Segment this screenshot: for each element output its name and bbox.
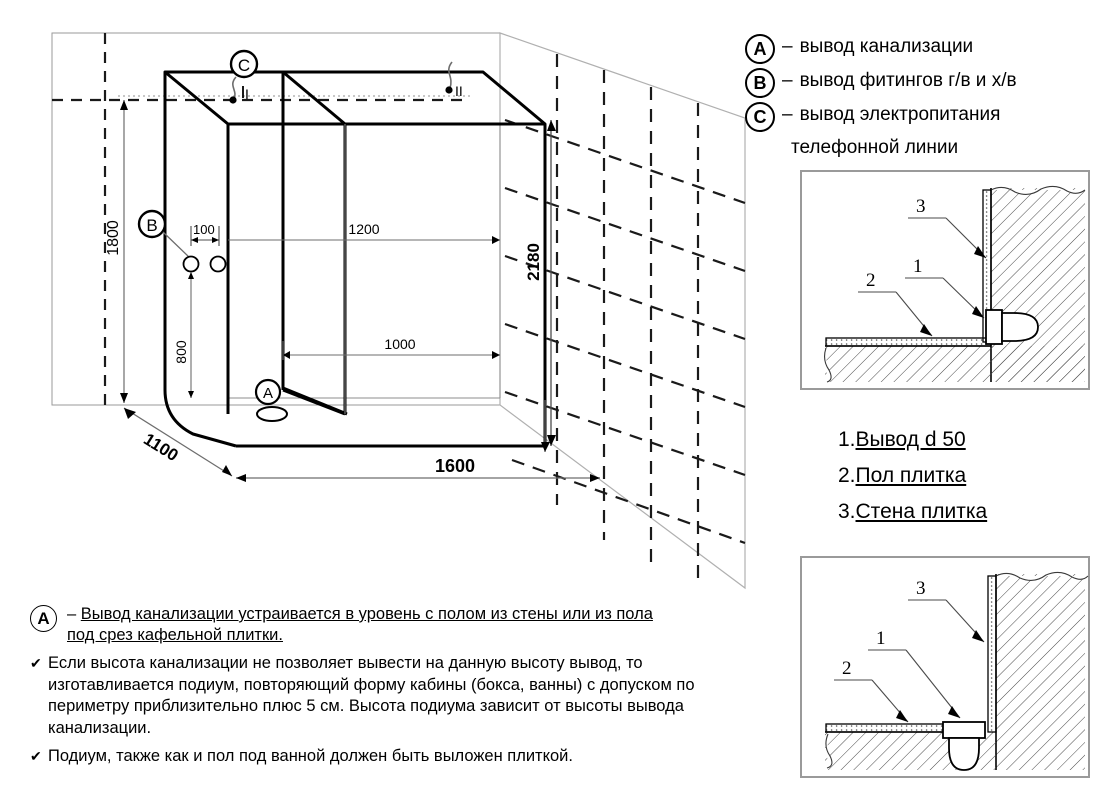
marker-c-label: C — [238, 56, 250, 75]
legend-item-b: B – вывод фитингов г/в и х/в — [745, 68, 1095, 98]
marker-c: C I — [229, 49, 259, 104]
notes-block: A – Вывод канализации устраивается в уро… — [30, 604, 750, 768]
dim-800 — [188, 272, 194, 398]
numbered-item-2-text: Пол плитка — [855, 464, 967, 487]
legend-dash-b: – — [782, 70, 793, 91]
legend-marker-a: A — [745, 34, 775, 64]
legend-label-c-line2: телефонной линии — [791, 137, 959, 158]
reference-axes — [52, 33, 470, 405]
outlet-label-2: II — [455, 83, 463, 99]
main-isometric-drawing: C I II B 100 — [51, 32, 746, 590]
numbered-item-2: 2.Пол плитка — [838, 464, 1098, 488]
detail-top-label-1: 1 — [913, 256, 923, 277]
dim-1800 — [120, 100, 128, 403]
pipe-outlet — [942, 721, 986, 771]
note-heading-line1: Вывод канализации устраивается в уровень… — [80, 605, 653, 623]
floor-tile-layer — [825, 337, 992, 347]
dim-1000 — [282, 341, 500, 360]
marker-b: B — [137, 209, 191, 259]
detail-leaders — [858, 217, 987, 337]
dim-2180-label: 2180 — [524, 243, 543, 281]
detail-wall-outlet-diagram: 3 1 2 — [800, 170, 1090, 390]
dim-1200-label: 1200 — [348, 221, 379, 237]
dim-800-label: 800 — [173, 340, 189, 364]
dim-1100-label: 1100 — [140, 430, 181, 466]
outlet-label-1: I — [245, 86, 249, 102]
detail-bottom-label-1: 1 — [876, 628, 886, 649]
dim-100-label: 100 — [193, 222, 215, 237]
dim-1000-label: 1000 — [384, 336, 415, 352]
dim-1600-label: 1600 — [435, 456, 475, 476]
legend-dash-c: – — [782, 104, 793, 125]
note-dash: – — [67, 605, 77, 623]
dim-2180 — [547, 120, 556, 446]
detail-bottom-label-3: 3 — [916, 578, 926, 599]
legend-label-b: вывод фитингов г/в и х/в — [799, 70, 1017, 91]
drain-outlet-icon — [256, 406, 288, 422]
fitting-cold-icon — [209, 255, 227, 273]
legend-label-c: вывод электропитания — [799, 104, 1001, 125]
dim-100 — [190, 226, 220, 246]
note-heading-line2: под срез кафельной плитки. — [67, 626, 283, 644]
detail-top-label-3: 3 — [916, 196, 926, 217]
legend-marker-b: B — [745, 68, 775, 98]
detail-top-label-2: 2 — [866, 270, 876, 291]
wall-tile-layer — [987, 575, 997, 733]
note-bullet-1: ✔ Если высота канализации не позволяет в… — [30, 653, 750, 739]
marker-a-label: A — [263, 385, 273, 402]
detail-leaders — [834, 599, 985, 723]
check-icon: ✔ — [30, 748, 42, 764]
room-wall-outline — [51, 32, 501, 406]
legend-label-a: вывод канализации — [799, 36, 974, 57]
numbered-item-3: 3.Стена плитка — [838, 500, 1098, 524]
dim-1100 — [123, 407, 233, 477]
dim-1800-label: 1800 — [105, 220, 122, 256]
numbered-item-1-num: 1. — [838, 428, 856, 451]
detail-floor-outlet-diagram: 3 1 2 — [800, 556, 1090, 778]
cabin-door-diagonal — [282, 386, 348, 416]
marker-a: A — [254, 378, 288, 422]
legend-dash-a: – — [782, 36, 793, 57]
fitting-hot-icon — [182, 255, 200, 273]
cabin-construction-lines — [227, 123, 501, 399]
dim-1200 — [228, 236, 500, 244]
numbered-item-1-text: Вывод d 50 — [855, 428, 966, 451]
detail-bottom-label-2: 2 — [842, 658, 852, 679]
wall-mass — [995, 571, 1089, 770]
numbered-item-3-text: Стена плитка — [855, 500, 988, 523]
legend-block: A – вывод канализации B – вывод фитингов… — [745, 34, 1095, 160]
numbered-item-2-num: 2. — [838, 464, 856, 487]
note-bullet-2-text: Подиум, также как и пол под ванной долже… — [48, 747, 573, 765]
legend-item-a: A – вывод канализации — [745, 34, 1095, 64]
legend-marker-c: C — [745, 102, 775, 132]
water-fittings — [182, 255, 227, 273]
numbered-item-1: 1.Вывод d 50 — [838, 428, 1098, 452]
floor-mass — [823, 345, 1085, 383]
legend-item-c: C – вывод электропитания — [745, 102, 1095, 132]
note-bullet-1-text: Если высота канализации не позволяет выв… — [48, 654, 695, 737]
marker-outlet-2: II — [445, 61, 463, 99]
note-bullet-2: ✔ Подиум, также как и пол под ванной дол… — [30, 746, 750, 768]
note-heading-body: – Вывод канализации устраивается в урове… — [67, 604, 653, 646]
dim-1600 — [236, 400, 600, 482]
floor-tile-layer — [825, 723, 944, 733]
numbered-item-3-num: 3. — [838, 500, 856, 523]
note-marker-a: A — [30, 605, 57, 632]
numbered-legend-list: 1.Вывод d 50 2.Пол плитка 3.Стена плитка — [838, 428, 1098, 536]
marker-b-label: B — [146, 216, 157, 235]
pipe-outlet — [985, 309, 1039, 345]
check-icon: ✔ — [30, 655, 42, 671]
tiled-wall-panel — [499, 32, 746, 590]
note-heading-row: A – Вывод канализации устраивается в уро… — [30, 604, 750, 646]
